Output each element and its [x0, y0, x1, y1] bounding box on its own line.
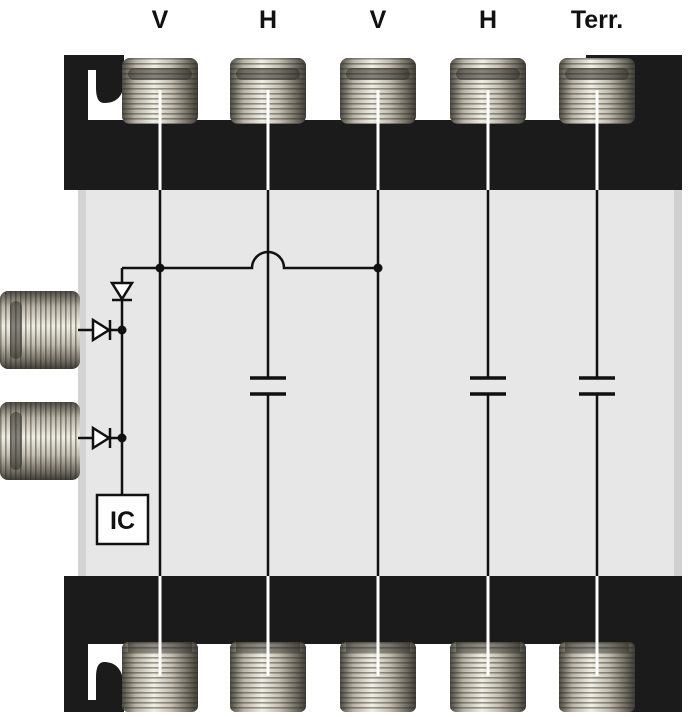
ic-label: IC: [110, 507, 135, 535]
f-connector-icon: [230, 642, 306, 712]
ic-box: [95, 493, 150, 546]
column-label-h2: H: [479, 6, 497, 34]
capacitor-icon: [250, 376, 286, 396]
side-connectors: [0, 291, 80, 480]
f-connector-icon: [450, 642, 526, 712]
f-connector-icon: [0, 291, 80, 369]
diode-icon: [91, 425, 112, 451]
column-label-h1: H: [259, 6, 277, 34]
diode-icon: [109, 281, 135, 302]
column-label-terr: Terr.: [571, 6, 623, 34]
capacitor-icon: [470, 376, 506, 396]
column-label-v1: V: [152, 6, 169, 34]
bus-lines: [158, 90, 599, 676]
junction-dot-icon: [155, 263, 165, 273]
column-label-v2: V: [370, 6, 387, 34]
junction-dot-icon: [117, 325, 127, 335]
diode-icon: [91, 317, 112, 343]
f-connector-icon: [0, 402, 80, 480]
junction-dot-icon: [117, 433, 127, 443]
capacitor-icon: [579, 376, 615, 396]
junction-dots: [117, 263, 383, 443]
body-panel: [78, 190, 682, 576]
junction-dot-icon: [373, 263, 383, 273]
